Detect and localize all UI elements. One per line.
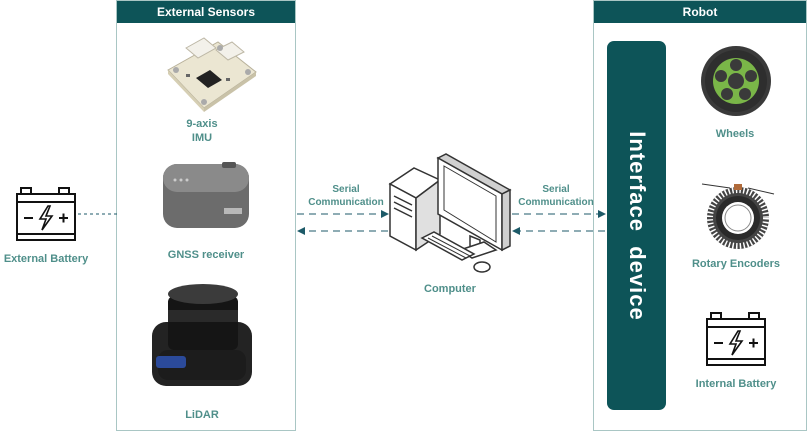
right-link-label-line2: Communication [518,197,594,208]
rotary-encoders-label: Rotary Encoders [691,258,781,270]
gnss-receiver-label: GNSS receiver [167,249,245,261]
computer-icon [388,153,512,273]
wheels-label: Wheels [715,128,755,140]
computer-label: Computer [424,283,476,295]
imu-board-icon [167,37,257,112]
interface-device-block: Interface device [607,41,666,410]
imu-label-line2: IMU [191,132,213,144]
internal-battery-icon [706,312,766,366]
robot-title: Robot [594,1,806,23]
internal-battery-label: Internal Battery [695,378,777,390]
right-link-label-line1: Serial [542,184,570,195]
interface-device-label: Interface device [624,130,650,321]
imu-label-line1: 9-axis [186,118,218,130]
left-link-label-line1: Serial [332,184,360,195]
lidar-icon [152,284,252,386]
lidar-label: LiDAR [185,409,219,421]
external-sensors-title: External Sensors [117,1,295,23]
rotary-encoder-icon [701,183,775,249]
external-battery-label: External Battery [3,253,89,265]
gnss-receiver-icon [163,162,249,228]
left-link-label-line2: Communication [308,197,384,208]
external-battery-icon [16,187,76,241]
wheel-icon [701,46,771,116]
